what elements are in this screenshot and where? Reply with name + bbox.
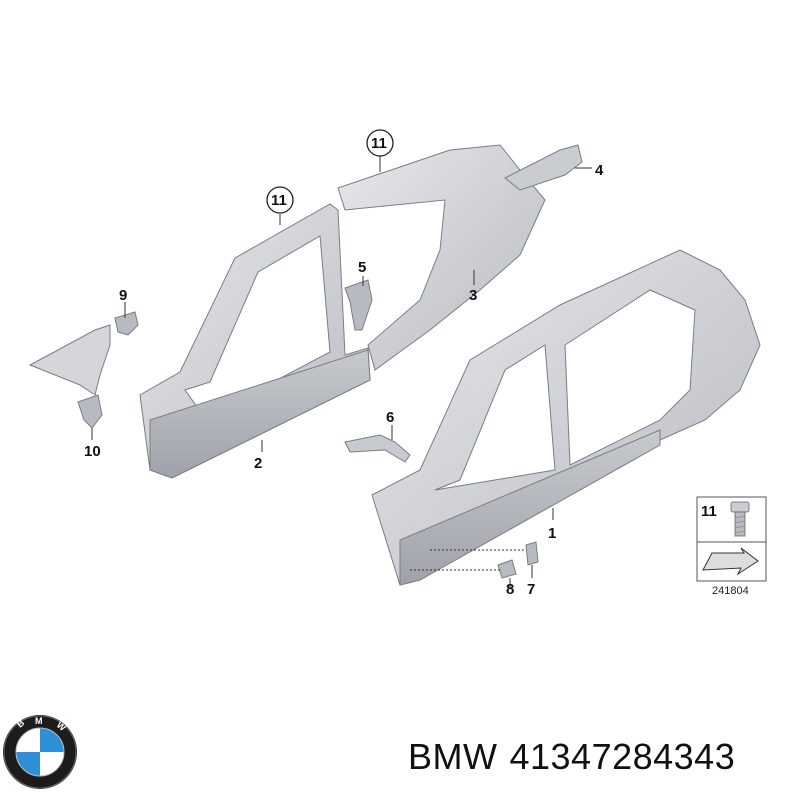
arrow-icon [702, 547, 759, 576]
footer-part-label: BMW 41347284343 [408, 736, 747, 778]
callout-7: 7 [527, 581, 535, 598]
part-1-outer-side-frame [371, 249, 761, 586]
bmw-logo-icon: B M W [3, 715, 77, 789]
callouts: 1 2 3 4 5 6 7 8 9 10 11 11 [84, 129, 604, 598]
callout-1: 1 [548, 525, 556, 542]
part-7-clip [525, 541, 539, 578]
legend-11-label: 11 [701, 503, 717, 520]
part-5-bracket [344, 276, 373, 331]
callout-11-top: 11 [371, 135, 387, 152]
callout-5: 5 [358, 259, 366, 276]
part-8-clip [497, 559, 517, 588]
svg-text:B: B [15, 717, 27, 729]
callout-11-circle-top [366, 129, 394, 157]
callout-2: 2 [254, 455, 262, 472]
callout-9: 9 [119, 287, 127, 304]
diagram-reference-number: 241804 [712, 585, 749, 597]
callout-10: 10 [84, 443, 101, 460]
part-number: 41347284343 [509, 736, 736, 777]
bolt-icon [730, 501, 750, 537]
part-10-clip [77, 394, 103, 440]
callout-11-circle-left [266, 186, 294, 214]
part-3-quarter-panel-inner [337, 144, 546, 371]
part-4-bracket [504, 144, 592, 191]
legend-box-11: 11 241804 [696, 496, 767, 597]
svg-text:M: M [35, 716, 43, 726]
leader-lines [261, 156, 554, 571]
callout-4: 4 [595, 162, 604, 179]
part-2-inner-side-frame [139, 203, 371, 479]
part-6-bracket [344, 425, 411, 463]
callout-8: 8 [506, 581, 514, 598]
callout-11-left: 11 [271, 192, 287, 209]
callout-6: 6 [386, 409, 394, 426]
callout-3: 3 [469, 287, 477, 304]
brand-name: BMW [408, 736, 498, 777]
part-9-plate [28, 302, 139, 396]
